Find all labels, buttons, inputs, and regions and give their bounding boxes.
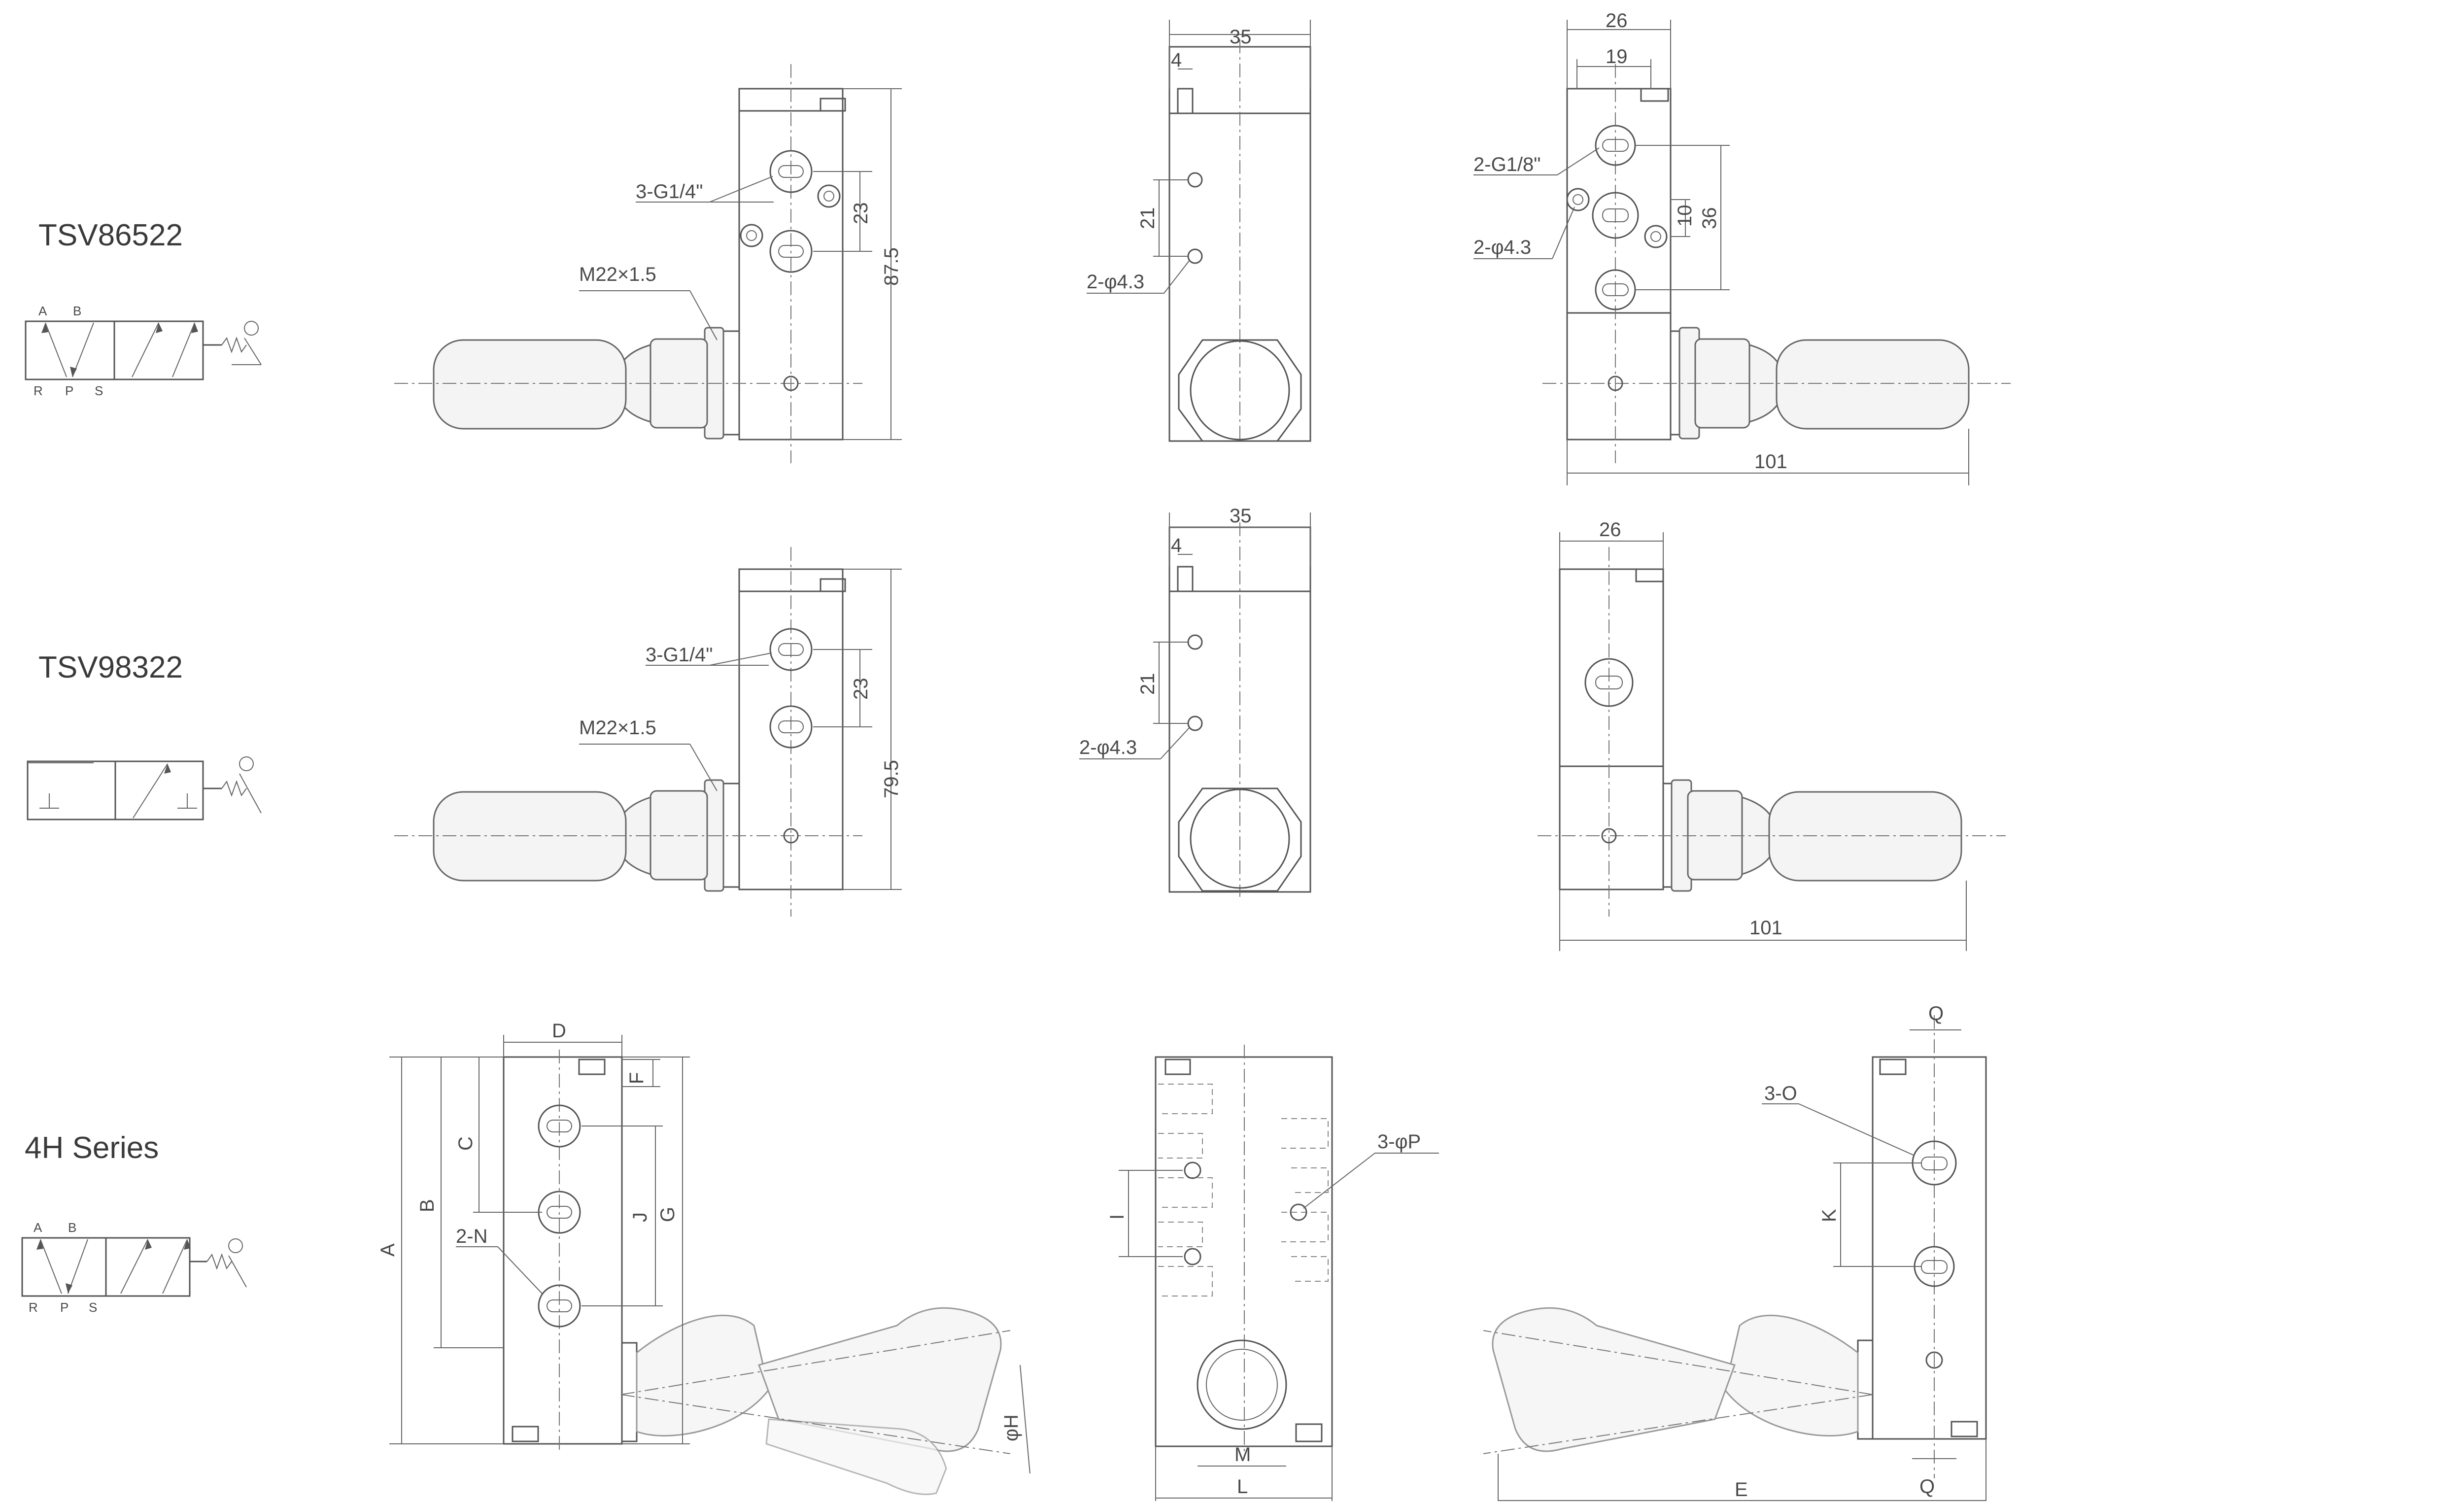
dim-h: φH <box>1000 1414 1022 1441</box>
thread-callout: M22×1.5 <box>579 717 656 739</box>
dim-hole-pitch: 21 <box>1137 673 1159 695</box>
hole-callout: 2-φ4.3 <box>1079 737 1137 758</box>
dim-f: F <box>626 1072 648 1084</box>
port-callout: 3-G1/4" <box>646 644 713 666</box>
dim-length: 101 <box>1749 917 1782 939</box>
port-label-r: R <box>34 383 43 398</box>
dim-width: 26 <box>1606 10 1628 32</box>
hole-callout: 2-φ4.3 <box>1087 271 1144 293</box>
model-title: TSV86522 <box>38 218 183 252</box>
dim-length: 101 <box>1754 451 1787 473</box>
dim-e: E <box>1735 1479 1748 1501</box>
dim-m: M <box>1234 1444 1251 1466</box>
dim-offset: 4 <box>1171 49 1182 71</box>
port-callout: 3-G1/4" <box>636 181 703 203</box>
side-view: 3-G1/4" M22×1.5 23 87.5 <box>394 64 902 463</box>
row-tsv86522: TSV86522 A B R P S <box>25 10 2011 485</box>
rear-view: 26 19 2-G1/8" 2-φ4.3 10 36 101 <box>1473 10 2011 485</box>
model-title: TSV98322 <box>38 650 183 684</box>
port-label-p: P <box>60 1300 68 1315</box>
port-label-s: S <box>95 383 103 398</box>
side-view: A B C D F J G 2-N φH <box>377 1020 1030 1495</box>
dim-k: K <box>1818 1209 1840 1222</box>
dim-j: J <box>629 1212 651 1222</box>
dim-pitch: 36 <box>1699 207 1720 230</box>
dim-i: I <box>1106 1214 1128 1220</box>
port-label-b: B <box>73 304 81 318</box>
dim-inner: 19 <box>1606 46 1628 68</box>
dim-g: G <box>657 1207 679 1222</box>
hole-callout: 3-φP <box>1377 1131 1421 1153</box>
port-label-a: A <box>38 304 47 318</box>
valve-symbol: A B R P S <box>25 304 262 398</box>
dim-offset: 4 <box>1171 535 1182 556</box>
dim-small: 10 <box>1674 205 1696 227</box>
rear-view: 26 101 <box>1538 519 2006 951</box>
rear-view: Q 3-O K Q E <box>1483 1003 1987 1501</box>
port-label-a: A <box>34 1220 42 1235</box>
dim-d: D <box>552 1020 566 1042</box>
dim-q-bottom: Q <box>1919 1476 1935 1498</box>
row-4h-series: 4H Series A B R P S <box>21 1003 1987 1501</box>
front-view: 35 4 21 2-φ4.3 <box>1087 20 1311 444</box>
port-label-r: R <box>29 1300 38 1315</box>
dim-c: C <box>455 1136 477 1151</box>
lever-handle <box>1483 1307 1873 1454</box>
dim-height: 79.5 <box>881 760 902 798</box>
port-label-s: S <box>89 1300 97 1315</box>
dim-l: L <box>1237 1476 1248 1498</box>
hole-callout: 2-φ4.3 <box>1473 237 1531 258</box>
row-tsv98322: TSV98322 3-G1/4" M22×1.5 <box>27 505 2006 951</box>
dim-height: 87.5 <box>881 247 902 286</box>
dim-b: B <box>416 1199 438 1212</box>
front-view: I 3-φP M L <box>1106 1045 1439 1501</box>
hidden-passages <box>1158 1084 1329 1297</box>
port-label-b: B <box>68 1220 76 1235</box>
front-view: 35 4 21 2-φ4.3 <box>1079 505 1311 897</box>
valve-symbol: A B R P S <box>21 1220 247 1315</box>
thread-callout: M22×1.5 <box>579 264 656 285</box>
dim-width: 35 <box>1230 505 1252 527</box>
port-callout: 2-G1/8" <box>1473 154 1540 175</box>
dim-pitch: 23 <box>850 203 872 225</box>
valve-symbol <box>27 756 262 820</box>
dim-a: A <box>377 1243 399 1257</box>
model-title: 4H Series <box>25 1131 159 1165</box>
port-callout: 3-O <box>1764 1083 1797 1104</box>
dim-width: 26 <box>1599 519 1621 541</box>
lever-handle <box>620 1307 1011 1495</box>
side-view: 3-G1/4" M22×1.5 23 79.5 <box>394 547 902 917</box>
dim-hole-pitch: 21 <box>1137 207 1159 230</box>
dim-q-top: Q <box>1928 1003 1944 1024</box>
dim-width: 35 <box>1230 26 1252 48</box>
port-label-p: P <box>65 383 73 398</box>
dim-pitch: 23 <box>850 678 872 700</box>
port-callout: 2-N <box>456 1226 487 1247</box>
